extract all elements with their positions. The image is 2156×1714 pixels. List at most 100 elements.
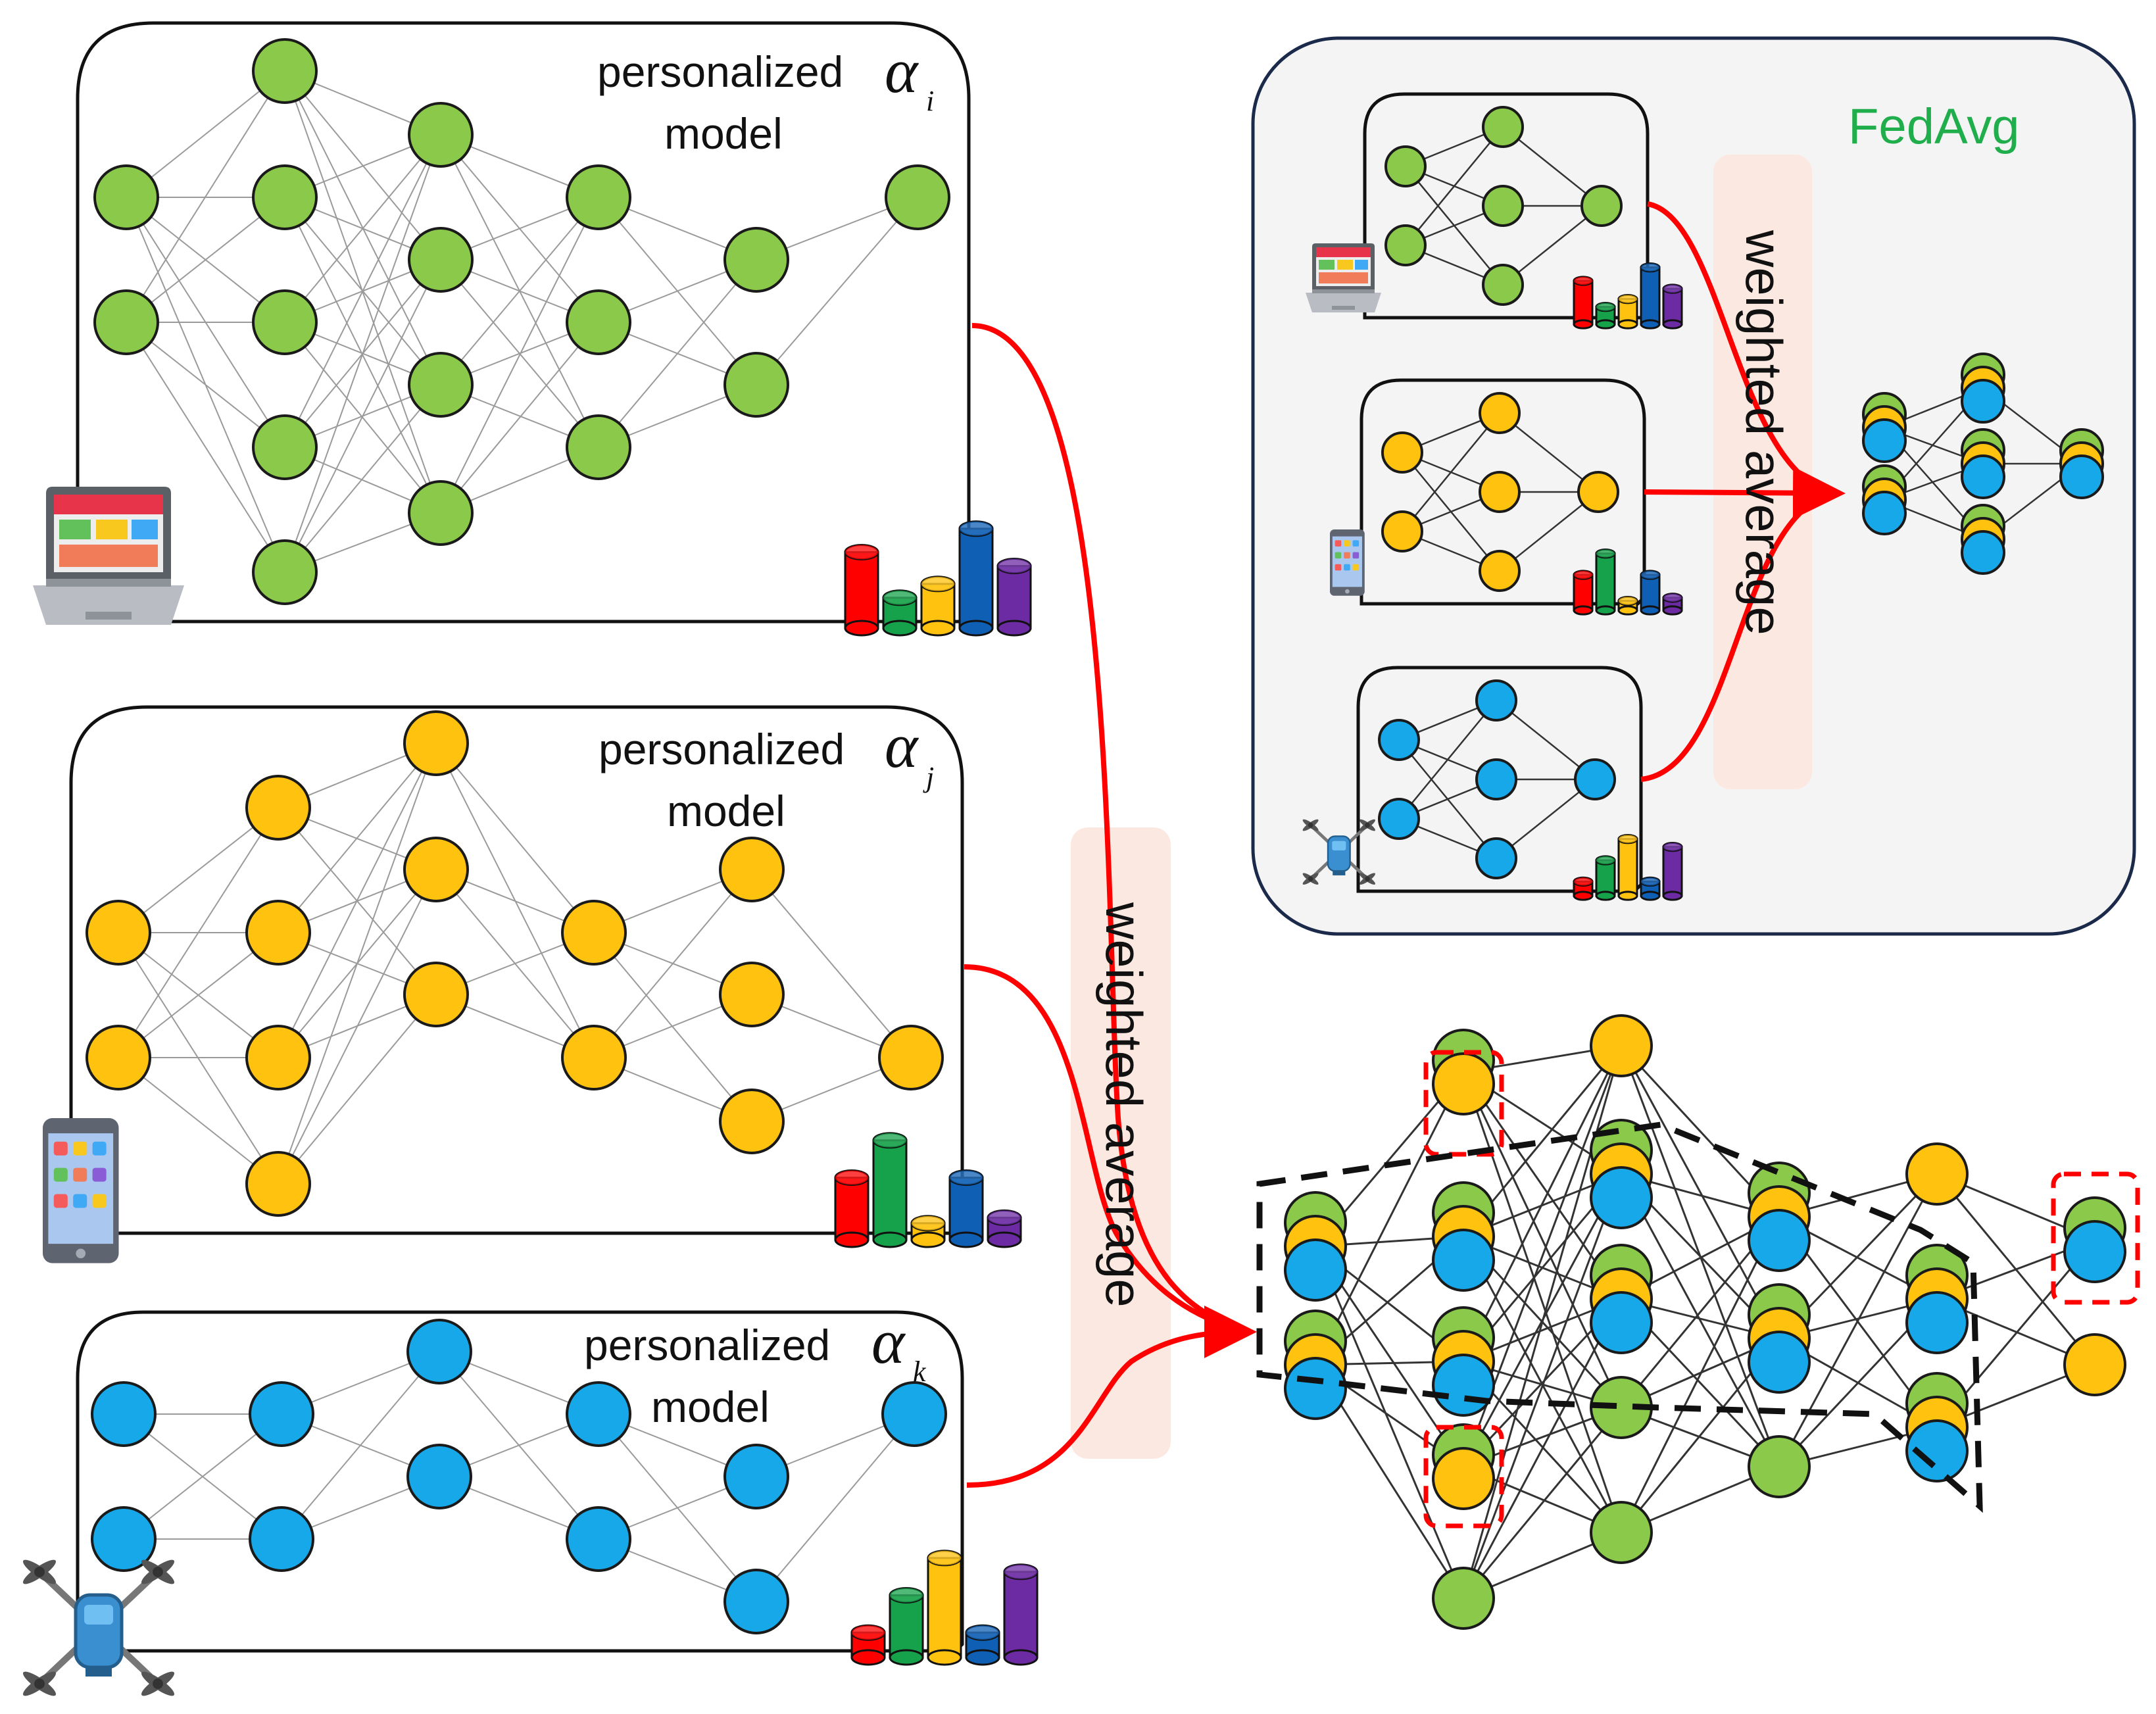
network-node bbox=[91, 1506, 157, 1572]
network-node bbox=[566, 164, 631, 230]
network-edge bbox=[118, 807, 279, 933]
network-node bbox=[252, 539, 318, 605]
laptop-icon bbox=[1306, 243, 1381, 312]
fedavg-global-node-4-blue bbox=[1961, 454, 2005, 499]
network-edge bbox=[1620, 1173, 1780, 1467]
alpha-subscript: j bbox=[923, 761, 934, 793]
network-edge bbox=[1462, 1045, 1623, 1362]
network-node bbox=[408, 352, 474, 418]
network-edge bbox=[1462, 1071, 1623, 1408]
network-node bbox=[723, 227, 789, 293]
alpha-subscript: i bbox=[926, 85, 934, 117]
network-node bbox=[719, 962, 785, 1027]
network-node bbox=[408, 102, 474, 168]
arrow-from-laptop bbox=[971, 323, 1248, 1334]
shared-layer-dashed-outline bbox=[1256, 1121, 1983, 1513]
network-node bbox=[86, 900, 151, 966]
network-edge bbox=[593, 869, 752, 1058]
fedavg-client-box-1 bbox=[1363, 92, 1650, 320]
bar-1 bbox=[1573, 276, 1594, 330]
network-edge bbox=[118, 1057, 279, 1185]
weighted-average-label-fedavg: weighted average bbox=[1735, 230, 1793, 635]
smartphone-icon bbox=[1330, 529, 1365, 596]
fedavg-client-box-2 bbox=[1360, 378, 1646, 606]
network-node bbox=[1384, 145, 1427, 187]
bar-3 bbox=[927, 1550, 962, 1666]
network-edge bbox=[284, 322, 441, 514]
network-node bbox=[561, 1025, 627, 1090]
network-edge bbox=[598, 259, 757, 448]
network-node bbox=[1378, 798, 1420, 840]
aggregated-node bbox=[1284, 1357, 1347, 1420]
fedavg-client-box-3 bbox=[1356, 666, 1643, 893]
network-node bbox=[1479, 392, 1521, 434]
bar-1 bbox=[1573, 876, 1594, 901]
bar-4 bbox=[1640, 262, 1661, 330]
network-edge bbox=[1496, 700, 1596, 780]
network-edge bbox=[1620, 1216, 1780, 1533]
aggregated-node bbox=[1432, 1354, 1495, 1417]
network-edge bbox=[278, 743, 437, 1185]
network-node bbox=[406, 1444, 472, 1509]
alpha-symbol: α bbox=[885, 36, 919, 106]
network-edge bbox=[284, 134, 441, 323]
fedavg-global-node-2-blue bbox=[1862, 491, 1907, 535]
client-model-box-drone bbox=[76, 1310, 964, 1653]
personalized-label-line1: personalized bbox=[599, 725, 845, 773]
network-edge bbox=[1620, 1045, 1780, 1339]
aggregated-node bbox=[1905, 1142, 1969, 1206]
network-node bbox=[561, 900, 627, 966]
network-node bbox=[93, 289, 159, 355]
network-node bbox=[566, 1381, 631, 1447]
network-node bbox=[1580, 185, 1623, 227]
bar-4 bbox=[1640, 876, 1661, 901]
aggregated-node bbox=[1432, 1567, 1495, 1630]
network-node bbox=[1482, 185, 1524, 227]
network-node bbox=[245, 900, 311, 966]
network-node bbox=[1482, 106, 1524, 148]
network-node bbox=[1381, 510, 1423, 552]
weighted-average-label-main: weighted average bbox=[1095, 902, 1153, 1308]
network-edge bbox=[126, 322, 285, 448]
drone-icon bbox=[1302, 819, 1375, 885]
smartphone-icon bbox=[43, 1118, 119, 1263]
aggregated-node bbox=[1748, 1435, 1811, 1498]
client-label-drone: personalized model α k bbox=[584, 1306, 927, 1431]
bar-3 bbox=[1617, 293, 1638, 330]
network-edge bbox=[126, 70, 285, 198]
network-node bbox=[252, 38, 318, 104]
bar-4 bbox=[948, 1169, 984, 1248]
network-node bbox=[723, 1569, 789, 1634]
network-edge bbox=[284, 259, 441, 573]
network-node bbox=[93, 164, 159, 230]
network-node bbox=[252, 289, 318, 355]
alpha-symbol: α bbox=[871, 1306, 906, 1377]
network-edge bbox=[1314, 1246, 1465, 1599]
network-edge bbox=[1499, 491, 1599, 572]
fedavg-title: FedAvg bbox=[1848, 99, 2020, 155]
aggregated-node bbox=[1432, 1447, 1495, 1510]
network-edge bbox=[123, 1413, 282, 1540]
bar-3 bbox=[1617, 833, 1638, 901]
network-node bbox=[1482, 264, 1524, 306]
fedavg-global-node-1-blue bbox=[1862, 418, 1907, 463]
aggregated-node bbox=[2063, 1333, 2126, 1396]
network-edge bbox=[593, 932, 752, 1122]
network-edge bbox=[756, 197, 918, 385]
network-edge bbox=[284, 134, 441, 573]
bar-5 bbox=[996, 558, 1032, 637]
node-layer bbox=[86, 38, 2126, 1634]
dashed-highlight-layer bbox=[1256, 1050, 2140, 1529]
network-node bbox=[249, 1506, 314, 1572]
bar-2 bbox=[1595, 301, 1616, 330]
network-node bbox=[406, 1319, 472, 1384]
network-edge bbox=[126, 197, 285, 323]
network-node bbox=[408, 480, 474, 546]
network-edge bbox=[281, 1351, 440, 1540]
network-node bbox=[885, 164, 950, 230]
network-node bbox=[1574, 758, 1616, 800]
personalized-label-line2: model bbox=[664, 109, 783, 158]
network-edge bbox=[126, 70, 285, 323]
network-edge bbox=[126, 322, 285, 573]
